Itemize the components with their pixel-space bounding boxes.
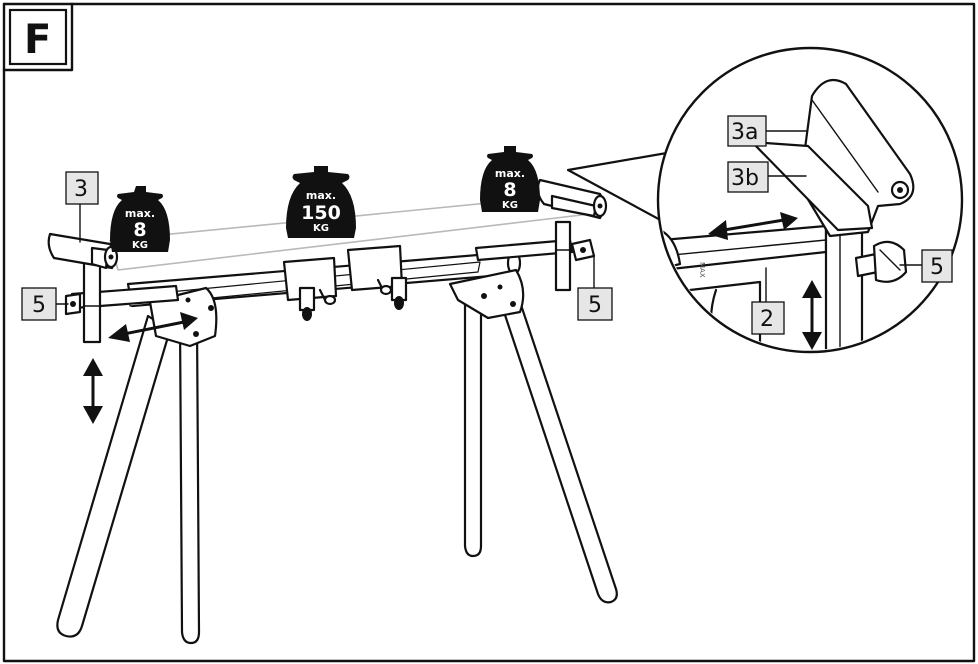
knob-left xyxy=(64,292,82,316)
left-extension-arm xyxy=(47,232,180,344)
arrow-horizontal xyxy=(108,312,198,342)
weight-left-line2: 8 xyxy=(133,219,146,241)
knob-right xyxy=(570,238,596,262)
weight-left: max. 8 KG xyxy=(110,186,170,252)
weight-right: max. 8 KG xyxy=(480,146,540,212)
detail-bar-marking: MAX xyxy=(698,262,706,278)
callout-detail-3a: 3a xyxy=(727,115,807,147)
svg-text:5: 5 xyxy=(32,293,46,318)
legs xyxy=(56,294,618,645)
detail-circle: MAX xyxy=(656,46,964,354)
right-extension-arm xyxy=(474,178,608,292)
weight-right-line3: KG xyxy=(502,200,518,211)
weight-center-line2: 150 xyxy=(301,202,341,224)
callout-detail-5: 5 xyxy=(899,249,953,283)
right-leg-bracket xyxy=(448,268,525,320)
weight-center: max. 150 KG xyxy=(286,166,356,238)
callout-detail-2: 2 xyxy=(751,267,785,335)
weight-left-line1: max. xyxy=(125,207,155,220)
callout-detail-3b: 3b xyxy=(727,161,807,193)
callout-knob-left: 5 xyxy=(21,287,69,321)
weight-left-line3: KG xyxy=(132,240,148,251)
svg-text:3: 3 xyxy=(74,177,88,202)
svg-text:3b: 3b xyxy=(731,166,759,191)
mounting-bracket-right xyxy=(346,244,408,310)
weight-right-line2: 8 xyxy=(503,179,516,201)
weight-center-line3: KG xyxy=(313,223,329,234)
weight-center-line1: max. xyxy=(306,189,336,202)
svg-text:5: 5 xyxy=(588,293,602,318)
svg-text:5: 5 xyxy=(930,255,944,280)
svg-text:2: 2 xyxy=(760,307,774,332)
arrow-vertical xyxy=(83,358,103,424)
weight-right-line1: max. xyxy=(495,167,525,180)
panel-letter: F xyxy=(24,17,51,63)
mounting-bracket-left xyxy=(282,256,338,321)
callout-knob-right: 5 xyxy=(577,255,613,321)
panel-label: F xyxy=(8,8,68,66)
svg-text:3a: 3a xyxy=(731,120,758,145)
callout-support-left: 3 xyxy=(65,171,99,243)
